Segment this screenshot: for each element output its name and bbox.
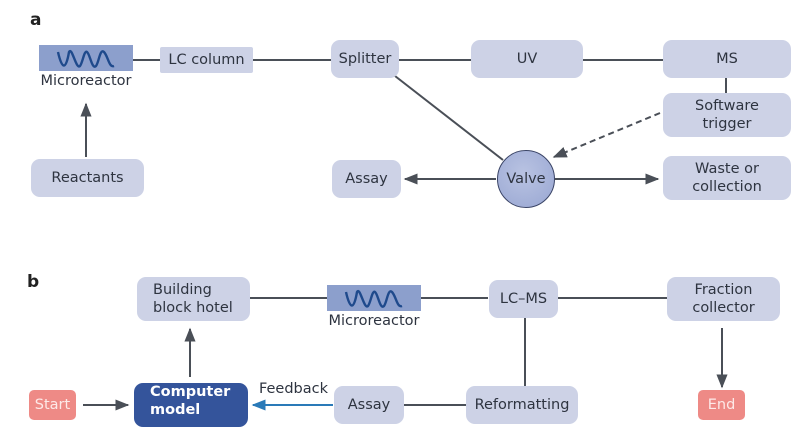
ms-node: MS: [663, 40, 791, 78]
lc-column-node: LC column: [160, 47, 253, 73]
uv-node: UV: [471, 40, 583, 78]
line-splitter-valve: [394, 75, 504, 161]
arrow-trigger-valve: [552, 112, 661, 158]
software-trigger-line1: Software: [695, 98, 759, 114]
waste-line2: collection: [692, 179, 762, 195]
computer-model-node: Computer model: [134, 383, 248, 427]
assay-b-node: Assay: [334, 386, 404, 424]
microreactor-a: [39, 45, 133, 71]
hotel-line1: Building: [153, 282, 212, 298]
panel-b-label: b: [27, 272, 40, 292]
reformatting-node: Reformatting: [466, 386, 578, 424]
fraction-line2: collector: [692, 300, 755, 316]
end-node: End: [698, 390, 745, 420]
lc-ms-node: LC–MS: [489, 280, 558, 318]
microreactor-b: [327, 285, 421, 311]
model-line2: model: [150, 402, 201, 418]
software-trigger-line2: trigger: [702, 116, 752, 132]
fraction-line1: Fraction: [694, 282, 753, 298]
reactants-node: Reactants: [31, 159, 144, 197]
waste-line1: Waste or: [695, 161, 759, 177]
microreactor-b-caption: Microreactor: [328, 313, 420, 329]
valve-node: Valve: [497, 150, 555, 208]
building-block-hotel-node: Building block hotel: [137, 277, 250, 321]
feedback-label: Feedback: [258, 381, 329, 397]
model-line1: Computer: [150, 384, 231, 400]
assay-a-node: Assay: [332, 160, 401, 198]
coil-icon: [344, 289, 403, 308]
start-node: Start: [29, 390, 76, 420]
waste-collection-node: Waste or collection: [663, 156, 791, 200]
panel-a-label: a: [30, 10, 42, 30]
fraction-collector-node: Fraction collector: [667, 277, 780, 321]
coil-icon: [56, 49, 115, 68]
software-trigger-node: Software trigger: [663, 93, 791, 137]
splitter-node: Splitter: [331, 40, 399, 78]
microreactor-a-caption: Microreactor: [40, 73, 132, 89]
hotel-line2: block hotel: [153, 300, 233, 316]
